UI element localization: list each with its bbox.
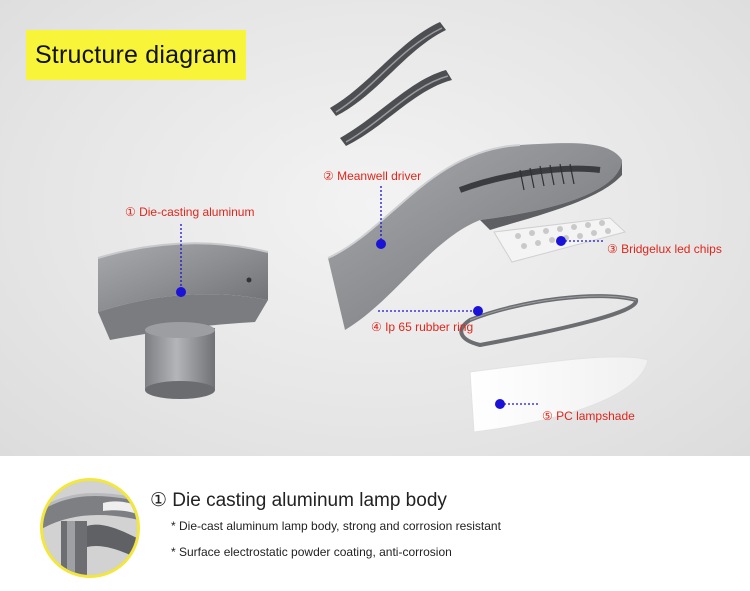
chips-dot	[556, 236, 566, 246]
die-casting-aluminum-body	[97, 242, 269, 399]
label-meanwell-driver: ② Meanwell driver	[323, 169, 422, 183]
rubber-ring	[459, 294, 638, 348]
pc-lampshade	[469, 356, 649, 433]
exploded-lamp-illustration	[97, 22, 649, 433]
label-ip65-rubber-ring: ④ Ip 65 rubber ring	[371, 320, 474, 334]
detail-thumbnail	[40, 478, 140, 578]
driver-dot	[376, 239, 386, 249]
aluminum-dot	[176, 287, 186, 297]
heat-sink-bar-bottom	[340, 70, 452, 146]
shade-dot	[495, 399, 505, 409]
title-banner: Structure diagram	[26, 30, 246, 80]
label-pc-lampshade: ⑤ PC lampshade	[542, 409, 635, 423]
heat-sink-bar-top	[330, 22, 446, 116]
bullet-powder-coating: * Surface electrostatic powder coating, …	[171, 545, 452, 559]
aluminum-body-closeup-image	[43, 481, 137, 575]
diagram-title: Structure diagram	[34, 40, 238, 69]
label-die-casting-aluminum: ① Die-casting aluminum	[125, 205, 255, 219]
structure-diagram: Structure diagram	[0, 0, 750, 456]
driver-housing	[327, 143, 622, 330]
bullet-strong-corrosion-resistant: * Die-cast aluminum lamp body, strong an…	[171, 519, 501, 533]
section-heading: ① Die casting aluminum lamp body	[150, 490, 447, 511]
label-bridgelux-led-chips: ③ Bridgelux led chips	[607, 242, 722, 256]
callout-markers	[180, 186, 605, 405]
ring-dot	[473, 306, 483, 316]
